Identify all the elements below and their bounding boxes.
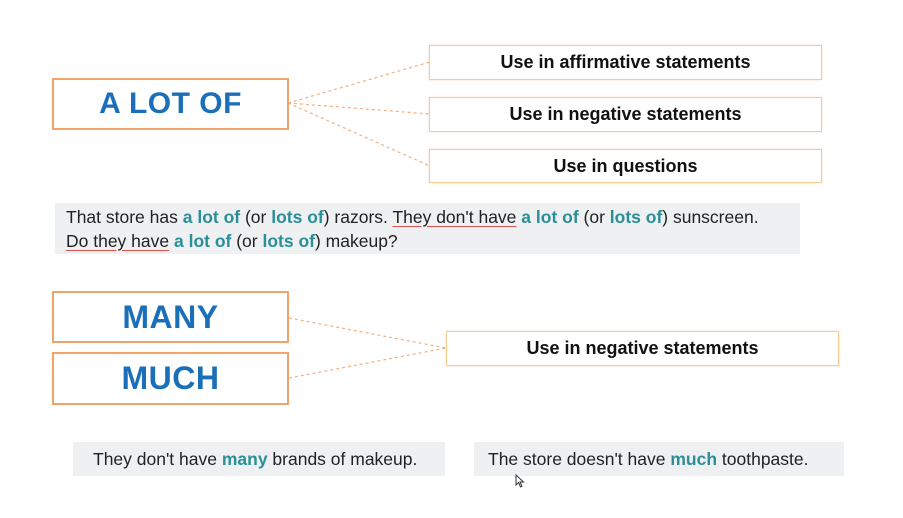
highlight-phrase: a lot of (182, 207, 241, 227)
rule-label-questions: Use in questions (553, 155, 698, 176)
highlight-phrase: a lot of (521, 207, 579, 227)
rule-label-negative: Use in negative statements (509, 104, 742, 124)
example-many: They don't have many brands of makeup. (73, 442, 445, 476)
term-box-much: MUCH (52, 352, 289, 405)
connector-a-lot-of-negative (287, 102, 431, 115)
term-box-a-lot-of: A LOT OF (52, 78, 289, 130)
rule-box-negative: Use in negative statements (429, 97, 822, 132)
example-text: (or (231, 231, 263, 251)
term-much: MUCH (121, 360, 220, 396)
example-text: They don't have (93, 449, 222, 469)
connector-a-lot-of-affirmative (287, 61, 431, 104)
example-text: toothpaste. (717, 449, 809, 469)
example-a-lot-of-line2: Do they have a lot of (or lots of) makeu… (66, 229, 800, 253)
term-many: MANY (122, 298, 219, 335)
example-a-lot-of: That store has a lot of (or lots of) raz… (55, 203, 800, 254)
underlined-phrase: Do they have (66, 231, 170, 251)
term-box-many: MANY (52, 291, 289, 343)
example-text: ) razors. (323, 207, 393, 227)
connector-many-negative (288, 317, 447, 349)
highlight-phrase: lots of (271, 207, 324, 227)
highlight-phrase: lots of (262, 231, 315, 251)
highlight-phrase: lots of (609, 207, 663, 227)
rule-box-questions: Use in questions (429, 149, 822, 183)
highlight-word-much: much (670, 449, 718, 469)
example-text: (or (240, 207, 272, 227)
highlight-word-many: many (221, 449, 268, 469)
example-a-lot-of-line1: That store has a lot of (or lots of) raz… (66, 205, 800, 229)
example-text: ) makeup? (314, 231, 398, 251)
example-text: The store doesn't have (488, 449, 671, 469)
example-text: (or (578, 207, 610, 227)
term-a-lot-of: A LOT OF (99, 87, 242, 120)
rule-box-affirmative: Use in affirmative statements (429, 45, 822, 80)
example-text: That store has (66, 207, 183, 227)
example-much: The store doesn't have much toothpaste. (474, 442, 844, 476)
rule-label-many-much: Use in negative statements (526, 338, 759, 358)
rule-label-affirmative: Use in affirmative statements (500, 52, 751, 72)
mouse-pointer-icon (515, 474, 525, 488)
connector-a-lot-of-questions (287, 102, 431, 167)
highlight-phrase: a lot of (174, 231, 232, 251)
example-text: ) sunscreen. (662, 207, 759, 227)
rule-box-many-much-negative: Use in negative statements (446, 331, 839, 366)
underlined-phrase: They don't have (392, 207, 517, 227)
example-text: brands of makeup. (267, 449, 418, 469)
connector-much-negative (288, 347, 447, 379)
